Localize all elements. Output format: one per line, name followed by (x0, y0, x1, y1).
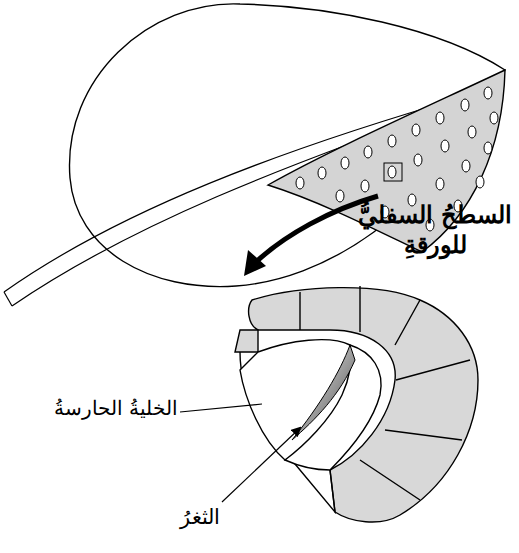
leader-line (180, 404, 262, 412)
stoma-pore (292, 345, 355, 440)
part-label: الخليةُ الحارسةُ (4, 396, 178, 421)
surface-label: السطحُ السفليُّ للورقةِ (355, 200, 515, 260)
leader-line (222, 428, 300, 502)
part-label: الثغرُ (160, 504, 240, 530)
epidermis (235, 286, 478, 522)
zoom-box (384, 163, 402, 181)
guard-cell (285, 345, 381, 470)
